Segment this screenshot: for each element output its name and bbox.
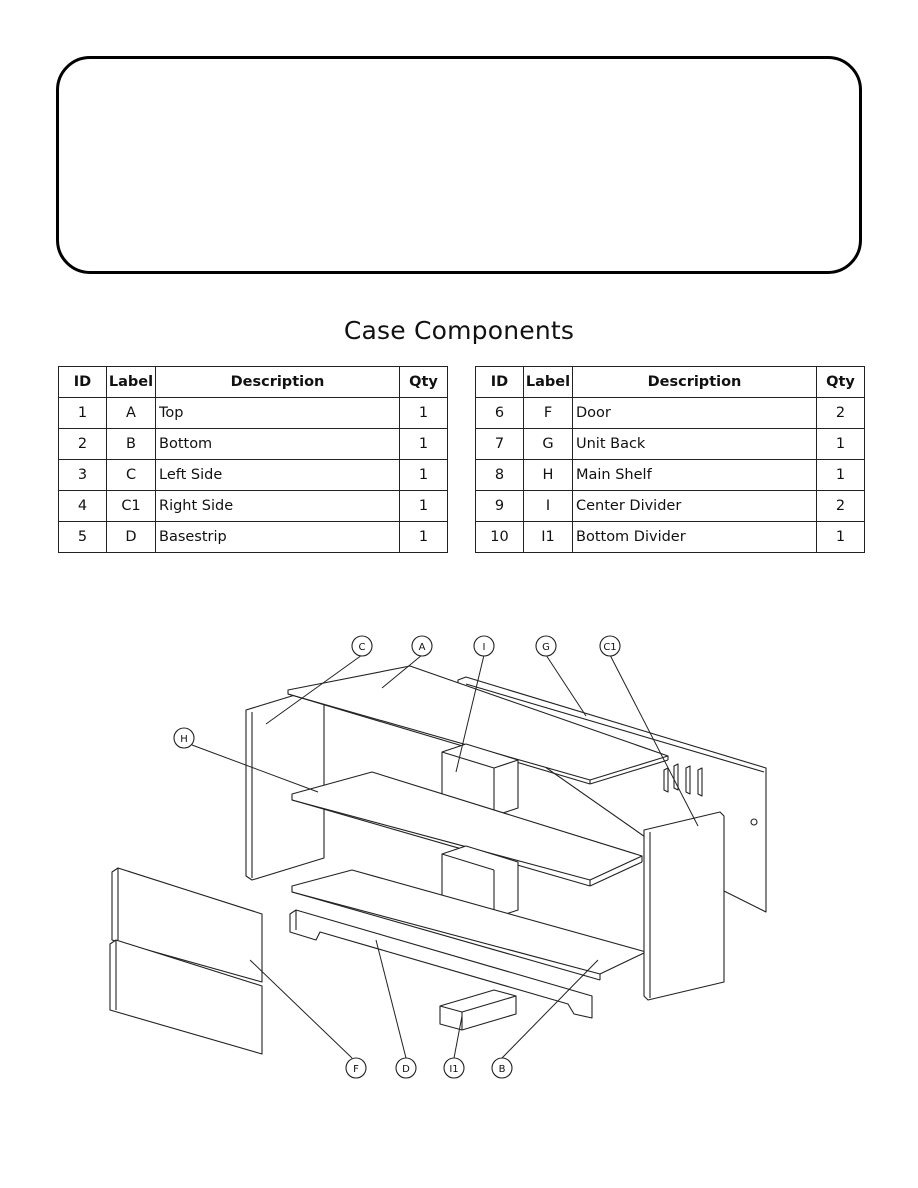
cell-label: B xyxy=(106,428,156,460)
cell-id: 4 xyxy=(58,490,107,522)
cell-qty: 1 xyxy=(399,521,448,553)
cell-id: 1 xyxy=(58,397,107,429)
page-title: Case Components xyxy=(343,316,575,345)
cell-qty: 1 xyxy=(399,428,448,460)
cell-label: F xyxy=(523,397,573,429)
cell-description: Top xyxy=(155,397,400,429)
cell-label: I xyxy=(523,490,573,522)
part-bottom xyxy=(291,869,647,975)
part-top xyxy=(287,665,669,781)
cell-description: Bottom Divider xyxy=(572,521,817,553)
callout-f: F xyxy=(353,1064,359,1075)
cell-label: H xyxy=(523,459,573,491)
cell-qty: 1 xyxy=(816,459,865,491)
header-description: Description xyxy=(572,366,817,398)
cell-qty: 2 xyxy=(816,490,865,522)
header-label: Label xyxy=(106,366,156,398)
cell-qty: 1 xyxy=(399,490,448,522)
callout-c: C xyxy=(359,642,366,653)
part-main-shelf xyxy=(291,771,643,881)
cell-id: 9 xyxy=(475,490,524,522)
cell-id: 8 xyxy=(475,459,524,491)
cell-qty: 2 xyxy=(816,397,865,429)
part-door-upper xyxy=(111,867,263,983)
cell-description: Door xyxy=(572,397,817,429)
cell-id: 6 xyxy=(475,397,524,429)
callout-a: A xyxy=(419,642,426,653)
header-box xyxy=(56,56,862,274)
cell-description: Main Shelf xyxy=(572,459,817,491)
exploded-assembly-diagram: C A I G C1 H F D I1 B xyxy=(109,635,767,1079)
cell-description: Bottom xyxy=(155,428,400,460)
header-id: ID xyxy=(475,366,524,398)
cell-description: Basestrip xyxy=(155,521,400,553)
header-label: Label xyxy=(523,366,573,398)
cell-label: D xyxy=(106,521,156,553)
callout-g: G xyxy=(542,642,550,653)
header-id: ID xyxy=(58,366,107,398)
callout-h: H xyxy=(180,734,188,745)
cell-qty: 1 xyxy=(399,459,448,491)
cell-qty: 1 xyxy=(816,428,865,460)
cell-label: A xyxy=(106,397,156,429)
cell-description: Right Side xyxy=(155,490,400,522)
callout-i1: I1 xyxy=(449,1064,458,1075)
header-description: Description xyxy=(155,366,400,398)
header-qty: Qty xyxy=(399,366,448,398)
part-door-lower xyxy=(109,939,263,1055)
header-qty: Qty xyxy=(816,366,865,398)
part-bottom-divider xyxy=(439,989,517,1031)
callout-c1: C1 xyxy=(603,642,616,653)
cell-description: Left Side xyxy=(155,459,400,491)
cell-label: I1 xyxy=(523,521,573,553)
callout-i: I xyxy=(483,642,486,653)
cell-qty: 1 xyxy=(399,397,448,429)
cell-label: C1 xyxy=(106,490,156,522)
cell-label: G xyxy=(523,428,573,460)
callout-b: B xyxy=(499,1064,506,1075)
cell-label: C xyxy=(106,459,156,491)
cell-id: 10 xyxy=(475,521,524,553)
part-left-side xyxy=(245,687,325,881)
cell-id: 3 xyxy=(58,459,107,491)
cell-description: Unit Back xyxy=(572,428,817,460)
cell-description: Center Divider xyxy=(572,490,817,522)
cell-id: 5 xyxy=(58,521,107,553)
part-basestrip xyxy=(289,909,593,1019)
cell-id: 2 xyxy=(58,428,107,460)
cell-id: 7 xyxy=(475,428,524,460)
callout-d: D xyxy=(402,1064,410,1075)
cell-qty: 1 xyxy=(816,521,865,553)
part-right-side xyxy=(643,811,725,1001)
